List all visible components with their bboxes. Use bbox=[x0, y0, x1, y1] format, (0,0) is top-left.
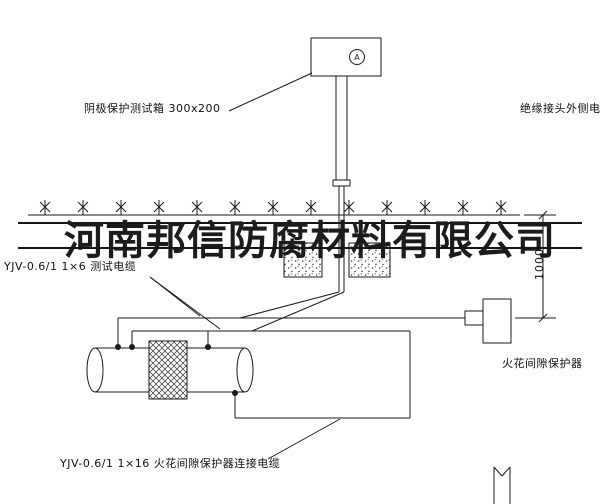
dimension-line bbox=[515, 210, 556, 323]
meter-circle-icon bbox=[349, 49, 365, 65]
test-box bbox=[310, 37, 382, 77]
riser-conduit bbox=[332, 75, 351, 292]
test-box-label: 阴极保护测试箱 300x200 bbox=[84, 102, 221, 115]
insulating-joint bbox=[148, 340, 188, 400]
test-box-leader-line bbox=[228, 72, 313, 112]
grade-marks bbox=[39, 199, 507, 216]
pipe-clamp-symbol bbox=[493, 466, 511, 504]
spark-gap-protector bbox=[464, 298, 512, 344]
cable-runs bbox=[117, 317, 465, 419]
test-cables bbox=[239, 291, 345, 332]
dimension-text: 1000 bbox=[533, 248, 546, 280]
spark-cable-label: YJV-0.6/1 1×16 火花间隙保护器连接电缆 bbox=[60, 457, 281, 470]
meter-letter: A bbox=[354, 53, 360, 62]
label-leader-lines bbox=[149, 276, 341, 460]
pipeline bbox=[86, 347, 254, 393]
spark-gap-protector-label: 火花间隙保护器 bbox=[502, 357, 583, 370]
concrete-blocks bbox=[283, 242, 391, 278]
insulated-joint-cable-label: 绝缘接头外侧电缆 bbox=[520, 102, 600, 115]
weld-points bbox=[115, 344, 238, 396]
test-cable-label: YJV-0.6/1 1×6 测试电缆 bbox=[4, 260, 137, 273]
